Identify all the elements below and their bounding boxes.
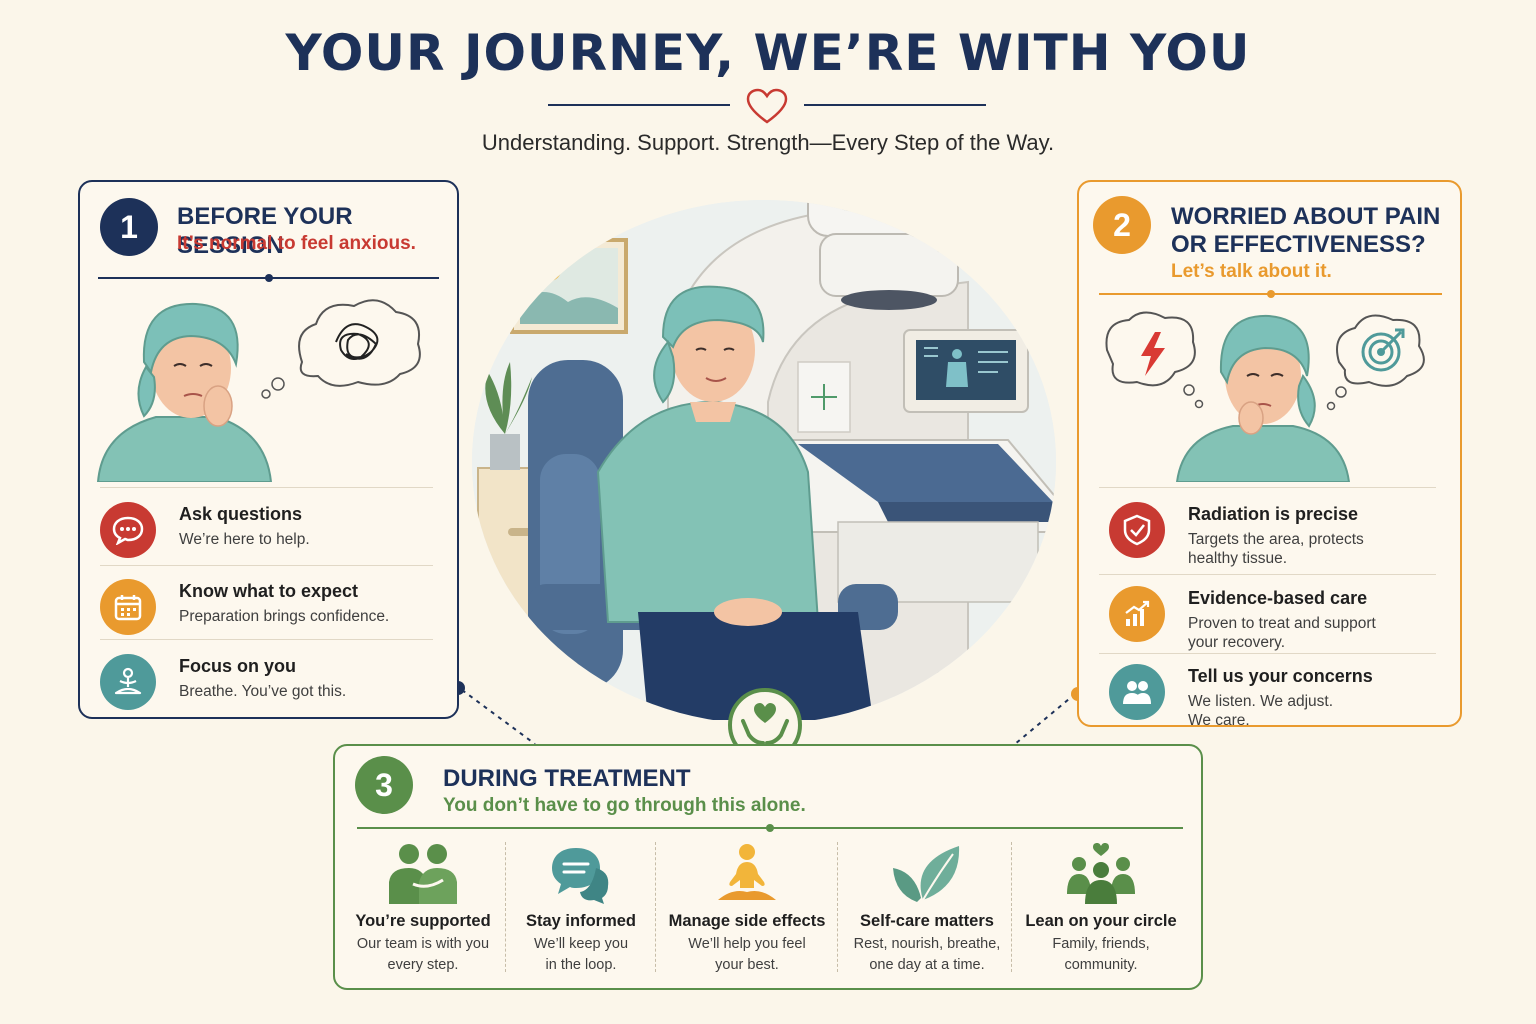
card3-title: DURING TREATMENT: [443, 765, 691, 792]
card2-title-line2: OR EFFECTIVENESS?: [1171, 231, 1426, 258]
care-hands-icon: [728, 688, 802, 762]
card-before-session: 1 BEFORE YOUR SESSION It’s normal to fee…: [78, 180, 459, 719]
chat-bubble-icon: [100, 502, 156, 558]
list-item: Radiation is precise Targets the area, p…: [1109, 494, 1436, 568]
item-title: Ask questions: [179, 504, 303, 524]
card2-row-separator: [1099, 574, 1436, 575]
card2-row-separator: [1099, 653, 1436, 654]
column-separator: [837, 842, 838, 972]
item-title: You’re supported: [355, 912, 491, 930]
list-item: Know what to expect Preparation brings c…: [100, 571, 433, 645]
step-badge-2: 2: [1093, 196, 1151, 254]
page-subtitle: Understanding. Support. Strength—Every S…: [481, 130, 1055, 155]
title-rule-right: [804, 104, 986, 106]
list-item: Lean on your circle Family, friends,comm…: [1021, 842, 1181, 982]
item-desc: Family, friends,community.: [1052, 936, 1150, 973]
list-item: Evidence-based care Proven to treat and …: [1109, 578, 1436, 652]
item-title: Know what to expect: [179, 581, 359, 601]
card-during-treatment: 3 DURING TREATMENT You don’t have to go …: [333, 744, 1203, 990]
card2-row-separator: [1099, 487, 1436, 488]
item-desc: Rest, nourish, breathe,one day at a time…: [853, 936, 1001, 973]
shield-check-icon: [1109, 502, 1165, 558]
card-worried-pain: 2 WORRIED ABOUT PAIN OR EFFECTIVENESS? L…: [1077, 180, 1462, 730]
item-desc: We listen. We adjust.We care.: [1188, 693, 1334, 729]
card2-subtitle: Let’s talk about it.: [1171, 261, 1332, 282]
list-item: Tell us your concerns We listen. We adju…: [1109, 656, 1436, 730]
treatment-room-illustration: [472, 200, 1056, 720]
list-item: Self-care matters Rest, nourish, breathe…: [847, 842, 1007, 982]
item-title: Evidence-based care: [1188, 588, 1368, 608]
column-separator: [1011, 842, 1012, 972]
list-item: Focus on you Breathe. You’ve got this.: [100, 646, 433, 720]
page-title: YOUR JOURNEY, WE’RE WITH YOU: [285, 24, 1251, 82]
chat-icon: [552, 848, 609, 904]
worried-patient-illustration: [1105, 311, 1425, 482]
calendar-icon: [100, 579, 156, 635]
item-title: Lean on your circle: [1025, 912, 1177, 930]
item-title: Focus on you: [179, 656, 296, 676]
leaf-icon: [893, 846, 960, 902]
column-separator: [655, 842, 656, 972]
heart-icon: [746, 88, 788, 124]
people-icon: [1109, 664, 1165, 720]
card2-divider: [1099, 290, 1442, 298]
card1-row-separator: [100, 565, 433, 566]
card1-row-separator: [100, 639, 433, 640]
anxious-patient-illustration: [96, 299, 421, 482]
card1-title: BEFORE YOUR SESSION: [177, 203, 353, 259]
step-badge-1: 1: [100, 198, 158, 256]
community-icon: [1067, 843, 1135, 904]
title-rule-left: [548, 104, 730, 106]
item-title: Stay informed: [525, 912, 637, 930]
item-desc: Breathe. You’ve got this.: [179, 683, 347, 700]
step-badge-3: 3: [355, 756, 413, 814]
item-title: Self-care matters: [860, 912, 994, 930]
item-desc: Preparation brings confidence.: [179, 608, 390, 625]
card3-subtitle: You don’t have to go through this alone.: [443, 795, 806, 816]
meditation-icon: [100, 654, 156, 710]
card1-subtitle: It’s normal to feel anxious.: [177, 233, 416, 254]
card1-divider: [98, 274, 439, 282]
hug-icon: [389, 844, 457, 904]
card2-title-line1: WORRIED ABOUT PAIN: [1171, 203, 1441, 230]
card1-row-separator: [100, 487, 433, 488]
list-item: Ask questions We’re here to help.: [100, 494, 433, 568]
item-title: Tell us your concerns: [1188, 666, 1373, 686]
column-separator: [505, 842, 506, 972]
meditation-icon: [718, 844, 776, 900]
growth-chart-icon: [1109, 586, 1165, 642]
card3-divider: [357, 824, 1183, 832]
item-title: Manage side effects: [668, 912, 826, 930]
item-desc: We’re here to help.: [179, 531, 310, 548]
item-title: Radiation is precise: [1188, 504, 1359, 524]
